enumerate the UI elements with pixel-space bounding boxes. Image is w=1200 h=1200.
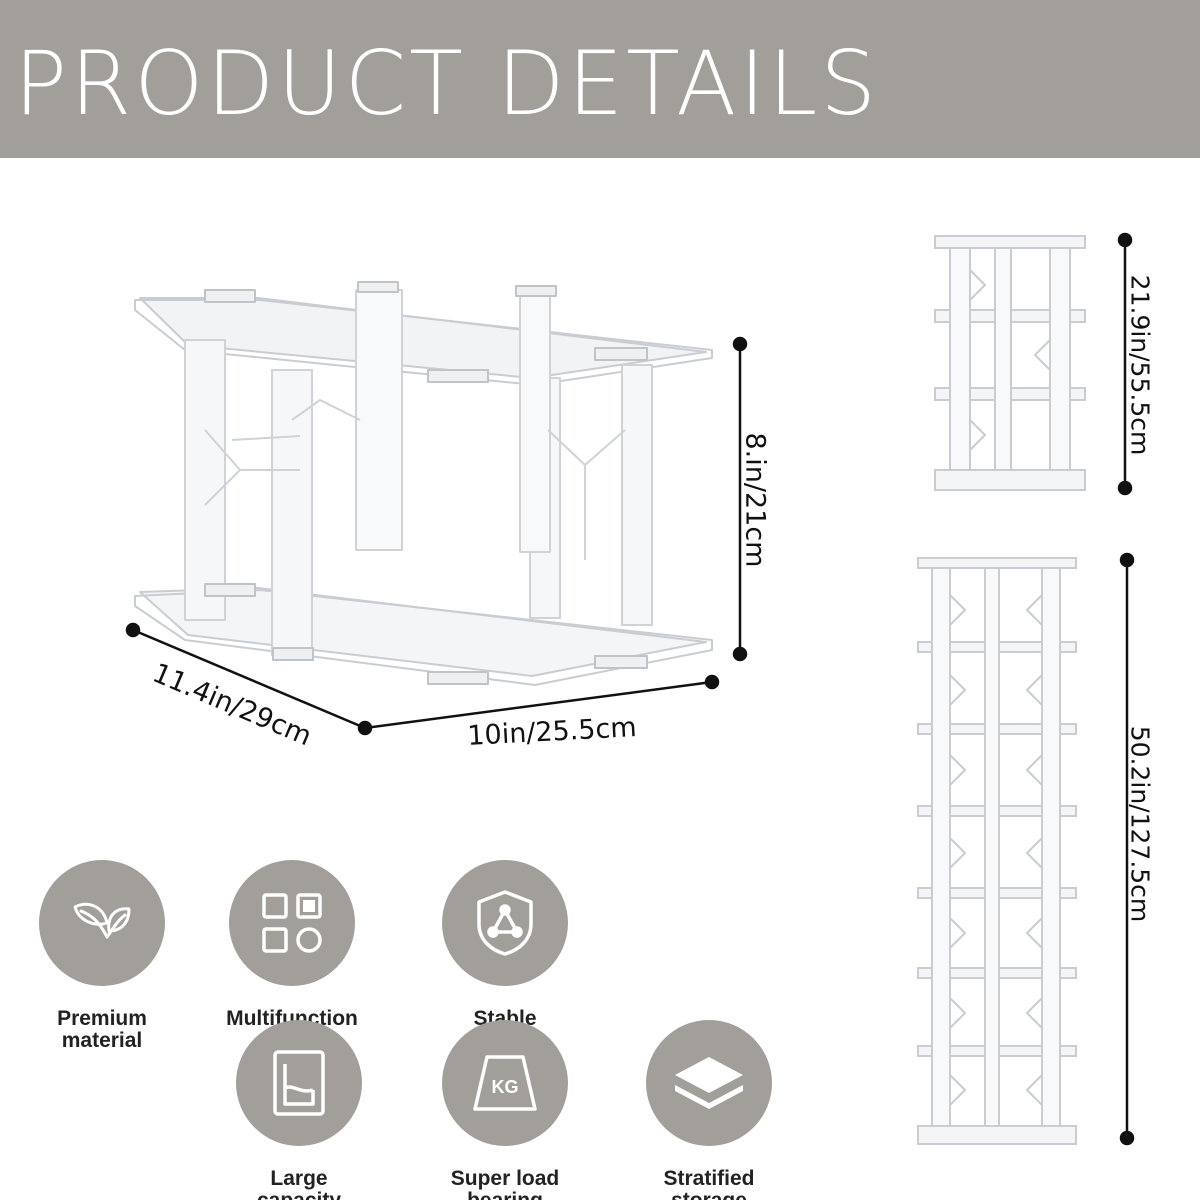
- tower-7-height-label: 50.2in/127.5cm: [1125, 725, 1155, 923]
- grid-icon: [229, 860, 355, 986]
- feature-multifunction: Multifunction: [197, 860, 387, 1030]
- feature-stable: Stable: [410, 860, 600, 1030]
- page-title: PRODUCT DETAILS: [14, 32, 880, 135]
- feature-label: Super load bearing: [450, 1167, 560, 1200]
- feature-large-capacity: Large capacity: [204, 1020, 394, 1200]
- leaf-icon: [39, 860, 165, 986]
- feature-super-load-bearing: KG Super load bearing: [410, 1020, 600, 1200]
- shield-icon: [442, 860, 568, 986]
- weight-kg-icon: KG: [442, 1020, 568, 1146]
- tower-3-tier: [934, 235, 1086, 491]
- feature-premium-material: Premium material: [7, 860, 197, 1052]
- tower-3-dimension-line: [1117, 232, 1133, 496]
- main-shelf-legs: [184, 289, 653, 656]
- header-banner: PRODUCT DETAILS: [0, 0, 1200, 158]
- main-shelf-clips: [204, 281, 648, 685]
- layers-icon: [646, 1020, 772, 1146]
- feature-stratified-storage: Stratified storage: [614, 1020, 804, 1200]
- capacity-icon: [236, 1020, 362, 1146]
- feature-label: Stratified storage: [663, 1167, 755, 1200]
- tower-7-tier: [917, 557, 1077, 1145]
- tower-7-dimension-line: [1119, 552, 1135, 1146]
- main-dimension-lines: [125, 336, 748, 736]
- feature-label: Premium material: [57, 1007, 147, 1052]
- feature-label: Multifunction: [226, 1007, 358, 1030]
- height-dimension-label: 8.in/21cm: [739, 432, 771, 568]
- svg-text:KG: KG: [492, 1077, 519, 1097]
- feature-label: Large capacity: [257, 1167, 341, 1200]
- tower-3-height-label: 21.9in/55.5cm: [1125, 274, 1155, 456]
